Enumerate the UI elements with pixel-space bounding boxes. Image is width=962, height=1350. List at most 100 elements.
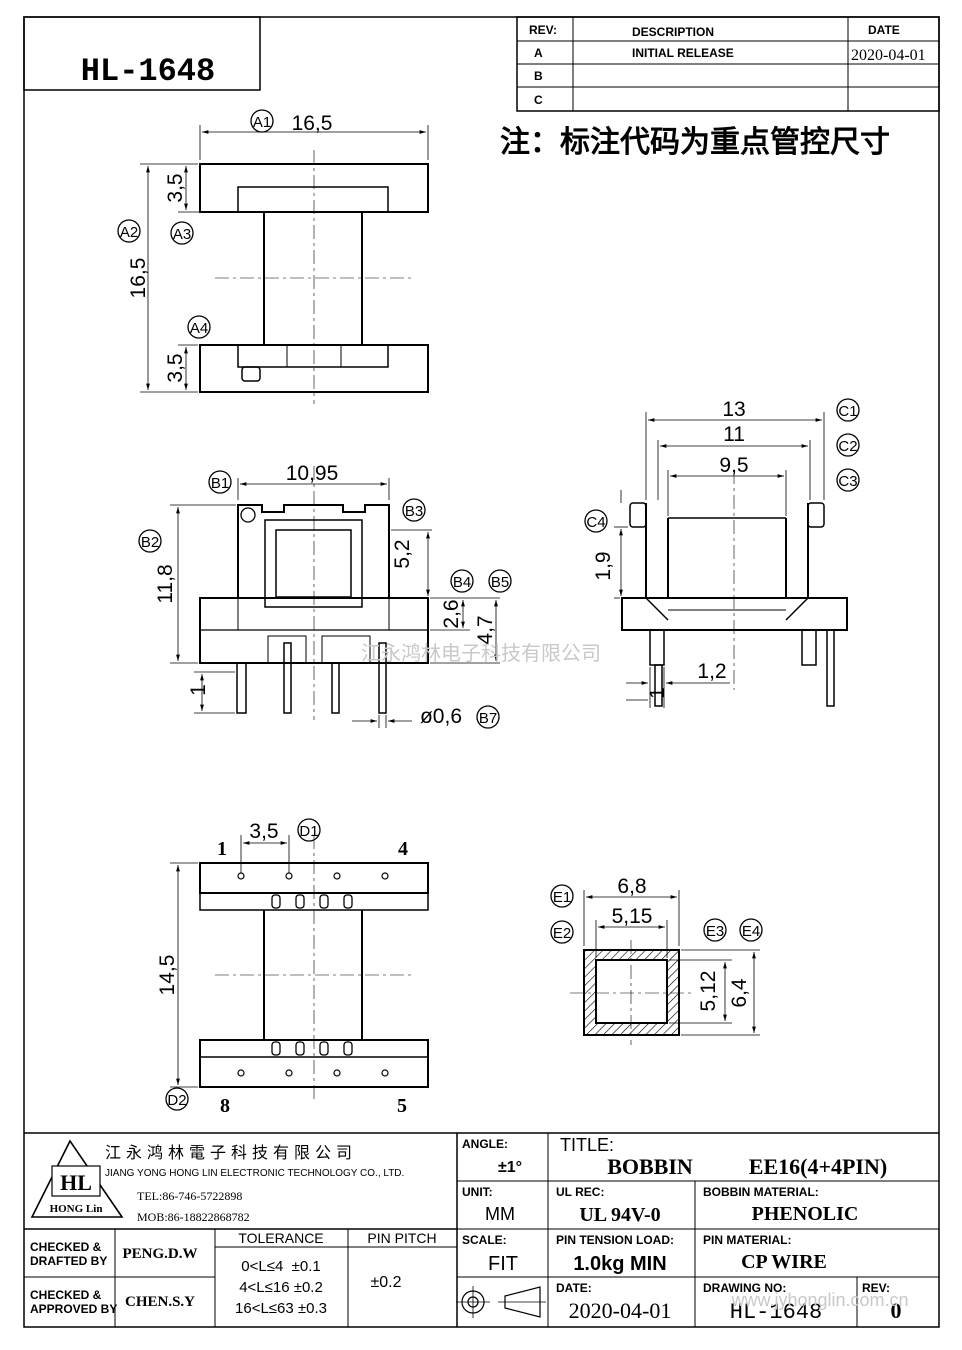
unit-label: UNIT: [462,1185,493,1199]
dim-d1: 3,5 [249,820,278,843]
date-header: DATE [868,23,900,37]
code-e4: E4 [742,923,760,940]
pin-4-label: 4 [398,838,408,860]
rev-a: A [534,46,543,60]
title-block: HL HONG Lin 江永鸿林電子科技有限公司 JIANG YONG HONG… [24,1132,939,1327]
code-a1: A1 [253,114,271,131]
tolerance-row-1: 0<L≤4 ±0.1 [241,1258,320,1275]
pin-material-value: CP WIRE [741,1251,827,1273]
code-b7: B7 [479,710,497,727]
company-logo: HL HONG Lin [30,1139,124,1218]
code-a4: A4 [190,320,208,337]
dim-b1: 10,95 [286,462,339,485]
sheet-border [23,16,940,1328]
rev-a-date: 2020-04-01 [851,47,926,64]
company-tel: TEL:86-746-5722898 [137,1189,242,1203]
dim-a4: 3,5 [164,353,187,382]
drawing-no-value: HL-1648 [730,1300,822,1325]
code-a3: A3 [173,226,191,243]
dim-a3: 3,5 [164,173,187,202]
dim-e3: 5,12 [697,971,720,1012]
code-e2: E2 [553,925,571,942]
projection-symbol [456,1286,546,1318]
dim-a2: 16,5 [127,258,150,299]
drawing-no-label: DRAWING NO: [703,1281,786,1295]
date-label: DATE: [556,1281,592,1295]
dim-c3: 9,5 [719,454,748,477]
company-mob: MOB:86-18822868782 [137,1210,250,1224]
bobbin-material-value: PHENOLIC [752,1203,859,1225]
dim-b4: 2,6 [440,599,463,628]
rev-a-description: INITIAL RELEASE [632,46,734,60]
title-value: EE16(4+4PIN) [749,1154,887,1179]
checked-drafted-label-1: CHECKED & [30,1240,102,1254]
code-b2: B2 [141,534,159,551]
revision-table: REV: DESCRIPTION DATE A INITIAL RELEASE … [516,16,940,112]
code-d2: D2 [167,1092,186,1109]
dim-a1: 16,5 [292,112,333,135]
code-e3: E3 [706,923,724,940]
drawing-id: HL-1648 [81,53,215,90]
dim-e1: 6,8 [617,875,646,898]
dim-b3: 5,2 [391,539,414,568]
pin-material-label: PIN MATERIAL: [703,1233,791,1247]
checked-approved-label-1: CHECKED & [30,1288,102,1302]
company-name-cn: 江永鸿林電子科技有限公司 [105,1144,357,1162]
pin-pitch-label: PIN PITCH [367,1230,436,1246]
angle-label: ANGLE: [462,1137,508,1151]
rev-label: REV: [862,1281,890,1295]
angle-value: ±1° [498,1159,522,1176]
code-c1: C1 [838,403,857,420]
checked-drafted-value: PENG.D.W [123,1246,198,1262]
pin-tension-value: 1.0kg MIN [573,1253,666,1275]
scale-value: FIT [488,1253,518,1275]
section-view: 6,8 E1 5,15 E2 5,12 E3 6,4 E4 [550,875,763,1045]
pin-tension-label: PIN TENSION LOAD: [556,1233,674,1247]
title-label: TITLE: [560,1135,614,1155]
code-e1: E1 [553,889,571,906]
dim-pin-length: 1 [187,684,210,696]
title-part: BOBBIN [607,1154,693,1179]
logo-subtext: HONG Lin [50,1203,103,1215]
pin-pitch-value: ±0.2 [370,1274,401,1291]
ul-rec-label: UL REC: [556,1185,604,1199]
code-d1: D1 [299,823,318,840]
date-value: 2020-04-01 [569,1298,672,1323]
rev-header: REV: [529,23,557,37]
tolerance-label: TOLERANCE [238,1230,323,1246]
company-name-en: JIANG YONG HONG LIN ELECTRONIC TECHNOLOG… [105,1168,404,1179]
logo-text: HL [60,1170,92,1195]
checked-approved-value: CHEN.S.Y [125,1294,195,1310]
dim-b2: 11,8 [154,564,177,603]
dim-b7: ø0,6 [420,705,462,728]
checked-approved-label-2: APPROVED BY [30,1302,117,1316]
rev-b: B [534,69,543,83]
tolerance-row-2: 4<L≤16 ±0.2 [239,1279,323,1296]
tolerance-row-3: 16<L≤63 ±0.3 [235,1300,327,1317]
watermark: 江永鸿林电子科技有限公司 [361,642,601,665]
front-view: B1 10,95 B2 11,8 5,2 B3 2,6 4,7 B4 B5 1 … [138,462,512,729]
code-c4: C4 [586,514,605,531]
dim-e4: 6,4 [728,978,751,1008]
rev-value: 0 [891,1298,902,1323]
website-watermark: www.jyhonglin.com.cn [730,1290,908,1310]
dim-b5: 4,7 [474,615,497,644]
side-view: 13 C1 11 C2 9,5 C3 1,9 C4 1,2 1 [584,398,860,708]
dim-c4: 1,9 [592,551,615,580]
dim-c1: 13 [722,398,745,421]
ul-rec-value: UL 94V-0 [579,1204,660,1226]
dim-e2: 5,15 [612,905,653,928]
code-b1: B1 [211,475,229,492]
drawing-id-box: HL-1648 [23,16,261,91]
code-a2: A2 [120,224,138,241]
description-header: DESCRIPTION [632,25,714,39]
pin-5-label: 5 [397,1095,407,1117]
code-c3: C3 [838,473,857,490]
rev-c: C [534,93,543,107]
pin-1-label: 1 [217,838,227,860]
control-dimension-note: 注：标注代码为重点管控尺寸 [500,126,890,159]
dim-pin-gap: 1 [646,687,669,699]
code-b5: B5 [491,574,509,591]
code-c2: C2 [838,438,857,455]
